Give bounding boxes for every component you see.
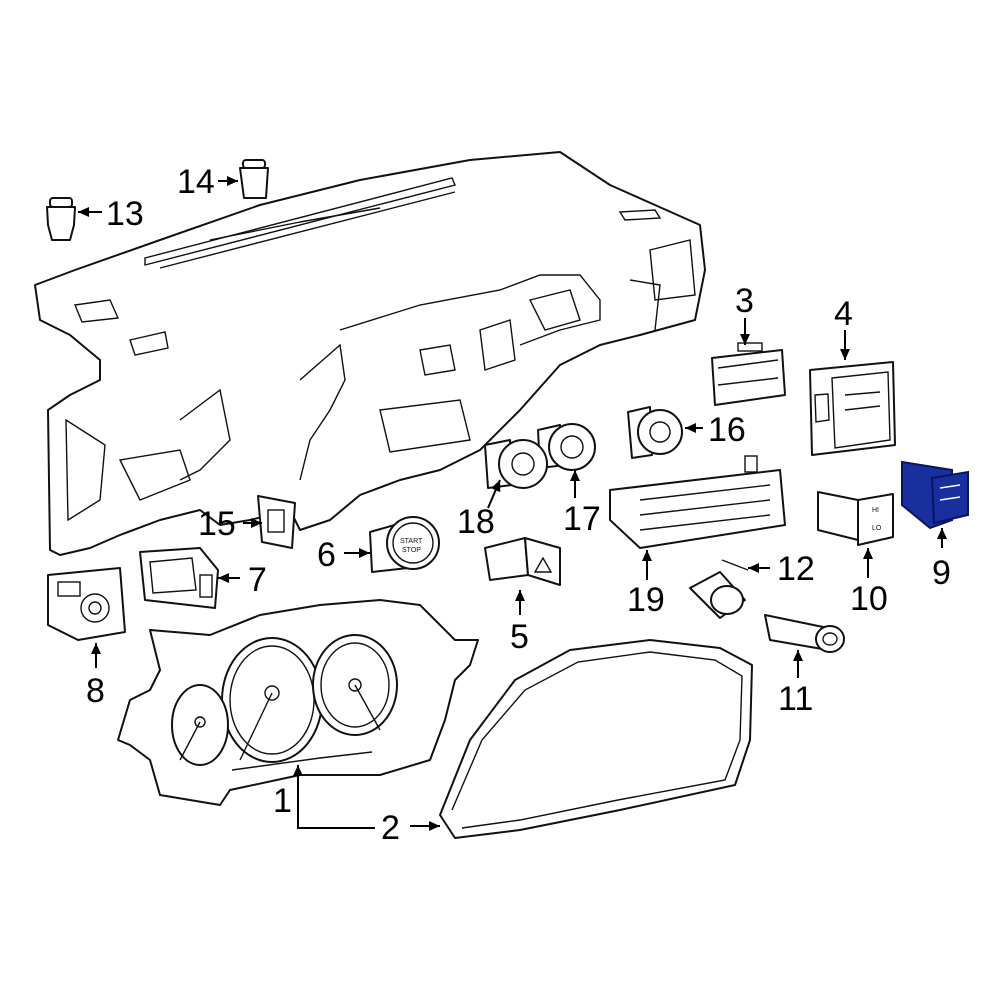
callout-18: 18 — [457, 503, 495, 541]
part-14-clip — [239, 159, 269, 199]
part-12-socket — [689, 559, 749, 619]
callout-16: 16 — [708, 411, 746, 449]
callout-5: 5 — [510, 618, 529, 656]
arrowhead-12 — [793, 650, 803, 661]
arrowhead-14 — [359, 548, 370, 558]
callout-7: 7 — [248, 561, 267, 599]
part-16-knob — [627, 406, 683, 459]
callout-6: 6 — [317, 536, 336, 574]
callout-12: 12 — [777, 550, 815, 588]
part-10-switch: HI LO — [817, 491, 894, 546]
arrowhead-13 — [251, 518, 262, 528]
callout-15: 15 — [198, 505, 236, 543]
part-1-instrument-cluster — [117, 599, 479, 806]
arrowhead-9 — [937, 528, 947, 539]
arrowhead-2 — [78, 207, 89, 217]
callout-4: 4 — [834, 295, 853, 333]
arrowhead-8 — [642, 550, 652, 561]
part-4-switch-panel — [809, 361, 896, 456]
callout-11: 11 — [778, 680, 813, 718]
arrowhead-18 — [293, 765, 303, 776]
part-2-cluster-lens — [439, 639, 753, 839]
arrowhead-7 — [491, 480, 501, 493]
arrowhead-4 — [840, 349, 850, 360]
arrowhead-15 — [515, 590, 525, 601]
switch-lo-label: LO — [872, 525, 882, 532]
callout-17: 17 — [563, 500, 601, 538]
part-15-connector — [257, 495, 296, 549]
part-13-clip — [46, 197, 76, 241]
callout-19: 19 — [627, 581, 665, 619]
arrowhead-6 — [570, 470, 580, 481]
callout-10: 10 — [850, 580, 888, 618]
arrowhead-3 — [740, 334, 750, 345]
part-8-mirror-switch — [47, 567, 126, 641]
part-5-hazard-switch — [484, 537, 561, 586]
arrowheads — [78, 176, 947, 831]
callout-9: 9 — [932, 554, 951, 592]
callout-13: 13 — [106, 195, 144, 233]
part-19-control-panel — [609, 455, 786, 549]
arrowhead-19 — [429, 821, 440, 831]
arrowhead-11 — [748, 563, 759, 573]
part-6-start-button: START STOP — [369, 516, 440, 573]
part-7-switch-block — [139, 547, 219, 609]
part-18-knob — [484, 439, 548, 489]
start-label: START — [400, 538, 423, 545]
arrowhead-10 — [863, 548, 873, 559]
callout-3: 3 — [735, 282, 754, 320]
instrument-panel — [34, 151, 706, 556]
part-3-module — [711, 342, 786, 406]
callout-1: 1 — [273, 782, 292, 820]
callout-2: 2 — [381, 809, 400, 847]
arrowhead-17 — [91, 643, 101, 654]
callout-14: 14 — [177, 163, 215, 201]
switch-hi-label: HI — [872, 507, 879, 514]
callout-labels: 14 13 3 4 16 17 18 15 6 7 5 19 9 10 12 1… — [86, 163, 951, 847]
arrowhead-5 — [685, 423, 696, 433]
stop-label: STOP — [402, 547, 421, 554]
arrowhead-16 — [218, 573, 229, 583]
callout-8: 8 — [86, 672, 105, 710]
part-11-socket — [764, 614, 845, 653]
arrowhead-1 — [227, 176, 238, 186]
part-9-switch-highlighted — [901, 460, 969, 530]
